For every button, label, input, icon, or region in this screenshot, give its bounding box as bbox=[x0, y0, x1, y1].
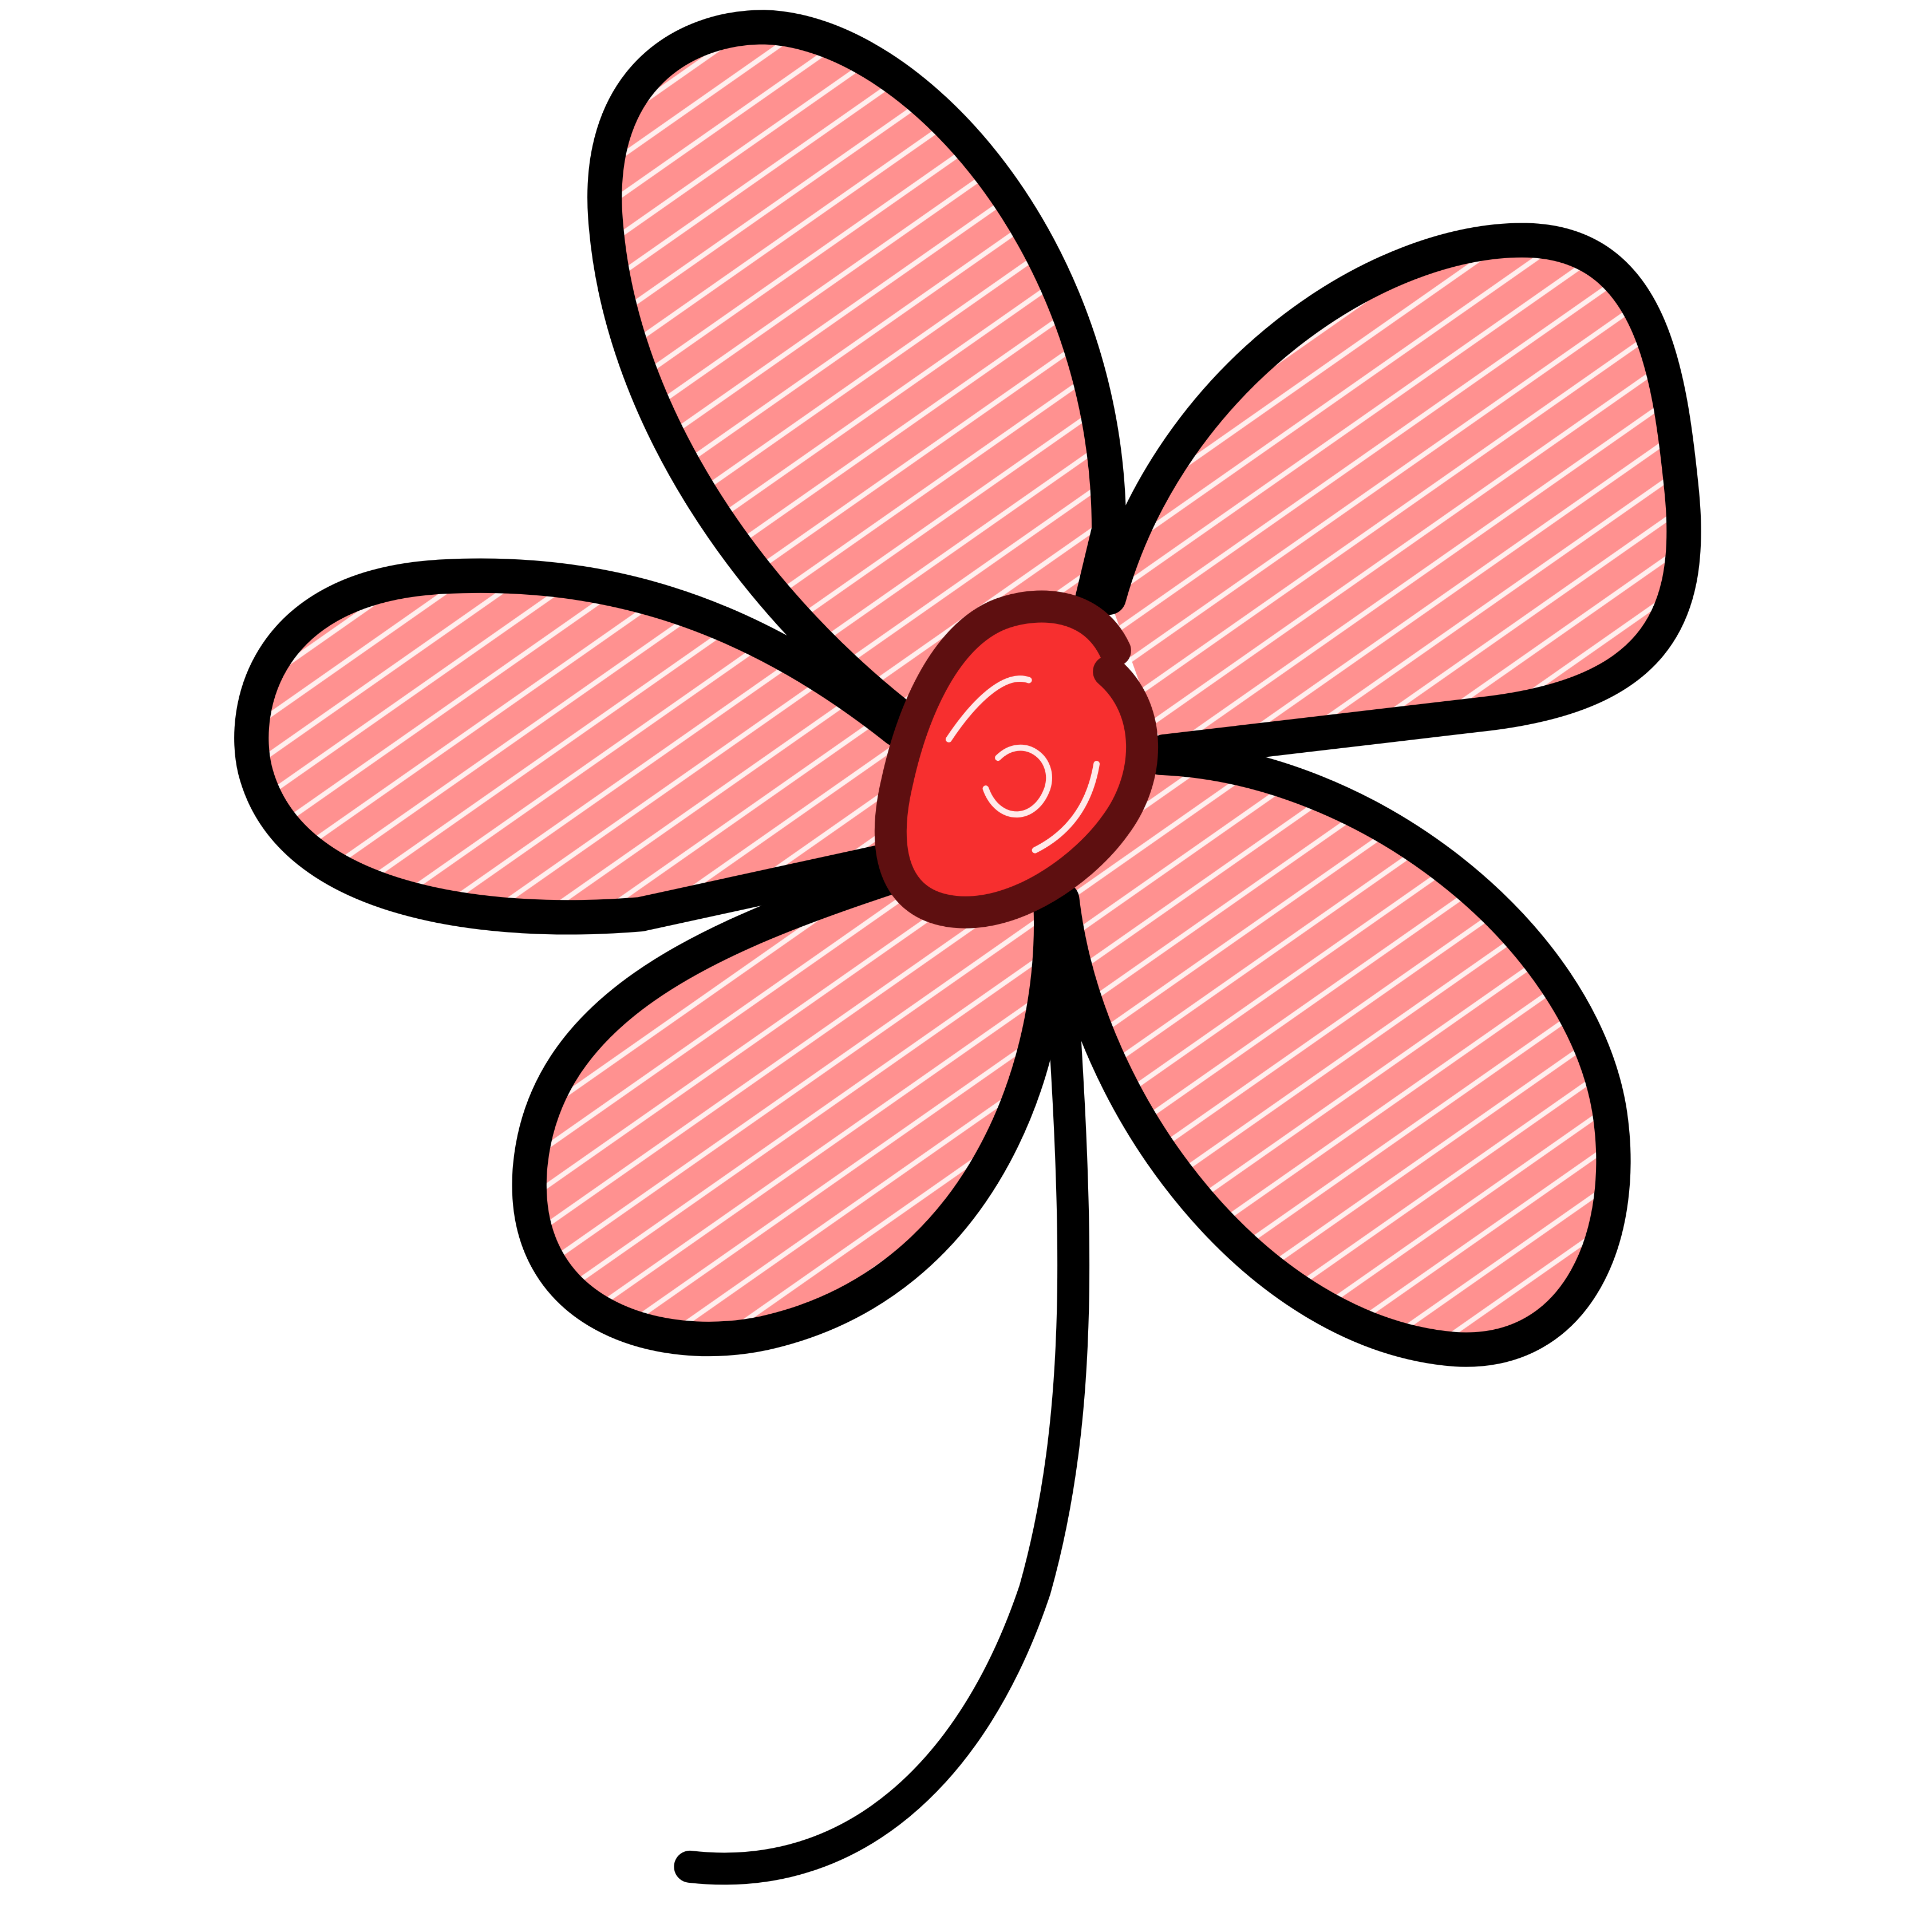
stem bbox=[674, 895, 1090, 1885]
petal-top bbox=[587, 10, 1127, 738]
petal-right bbox=[1092, 223, 1701, 769]
petal-bottom-left bbox=[512, 860, 1069, 1357]
flower-center bbox=[874, 590, 1159, 929]
petal-left bbox=[234, 558, 915, 935]
petal-bottom-right bbox=[1045, 740, 1631, 1367]
center-scribble bbox=[945, 675, 1100, 854]
